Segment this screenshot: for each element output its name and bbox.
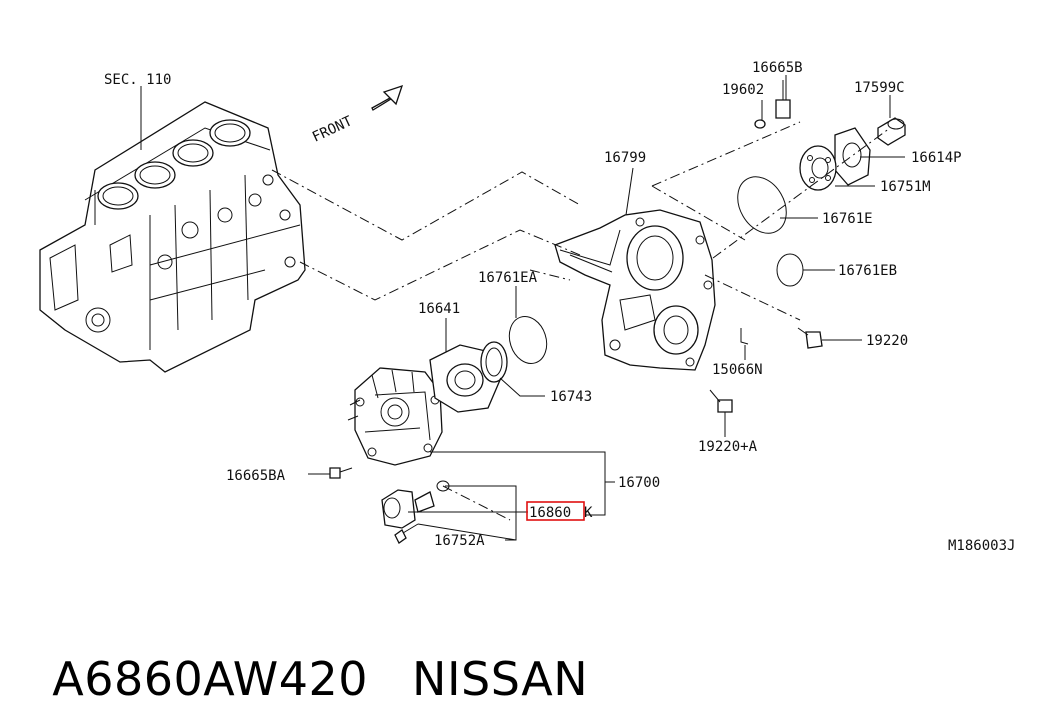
oil-seal bbox=[480, 341, 508, 383]
callout-17599c: 17599C bbox=[854, 80, 905, 96]
bolt-16665ba bbox=[329, 467, 353, 479]
parts-diagram: FRONT SEC. 110 16665B 196 bbox=[39, 60, 1015, 554]
callout-16761ea: 16761EA bbox=[478, 270, 538, 286]
callout-16751m: 16751M bbox=[880, 179, 931, 195]
callout-16761e: 16761E bbox=[822, 211, 873, 227]
brand-name: NISSAN bbox=[412, 652, 589, 706]
callout-sec-110: SEC. 110 bbox=[104, 72, 171, 88]
oil-pump-assembly bbox=[347, 367, 443, 466]
callout-19602: 19602 bbox=[722, 82, 764, 98]
part-number: A6860AW420 bbox=[52, 652, 369, 706]
dowel-15066n bbox=[740, 328, 749, 345]
callout-19220: 19220 bbox=[866, 333, 908, 349]
leader-lines bbox=[140, 75, 905, 541]
callout-16860-suffix: K bbox=[584, 505, 593, 521]
callout-15066n: 15066N bbox=[712, 362, 763, 378]
o-ring-16761e bbox=[737, 176, 787, 234]
center-lines bbox=[271, 121, 891, 521]
callout-16665ba: 16665BA bbox=[226, 468, 286, 484]
callout-16641: 16641 bbox=[418, 301, 460, 317]
timing-cover bbox=[554, 209, 716, 371]
screw-16752a bbox=[394, 523, 419, 544]
hub-16751m bbox=[799, 145, 837, 191]
o-ring-16761ea bbox=[508, 316, 548, 364]
bolt-19220 bbox=[797, 327, 823, 349]
callout-19220a: 19220+A bbox=[698, 439, 758, 455]
callout-16752a: 16752A bbox=[434, 533, 485, 549]
highlight-box bbox=[526, 501, 585, 521]
bushing-17599c bbox=[877, 117, 906, 146]
front-label: FRONT bbox=[310, 113, 355, 146]
o-ring-16761eb bbox=[776, 253, 804, 287]
callout-16665b: 16665B bbox=[752, 60, 803, 76]
callout-16799: 16799 bbox=[604, 150, 646, 166]
bolt-16665b bbox=[775, 80, 791, 119]
engine-block bbox=[39, 101, 306, 373]
solenoid-16860 bbox=[381, 489, 435, 529]
bolt-19220a bbox=[709, 389, 733, 413]
callout-16614p: 16614P bbox=[911, 150, 962, 166]
part-caption: A6860AW420 NISSAN bbox=[22, 598, 588, 706]
callout-16761eb: 16761EB bbox=[838, 263, 897, 279]
callout-16743: 16743 bbox=[550, 389, 592, 405]
front-arrow-icon bbox=[371, 84, 404, 111]
washer-19602 bbox=[754, 119, 766, 129]
callout-16860-highlighted[interactable]: 16860 bbox=[529, 505, 571, 521]
callout-16700: 16700 bbox=[618, 475, 660, 491]
figure-id: M186003J bbox=[948, 538, 1015, 554]
